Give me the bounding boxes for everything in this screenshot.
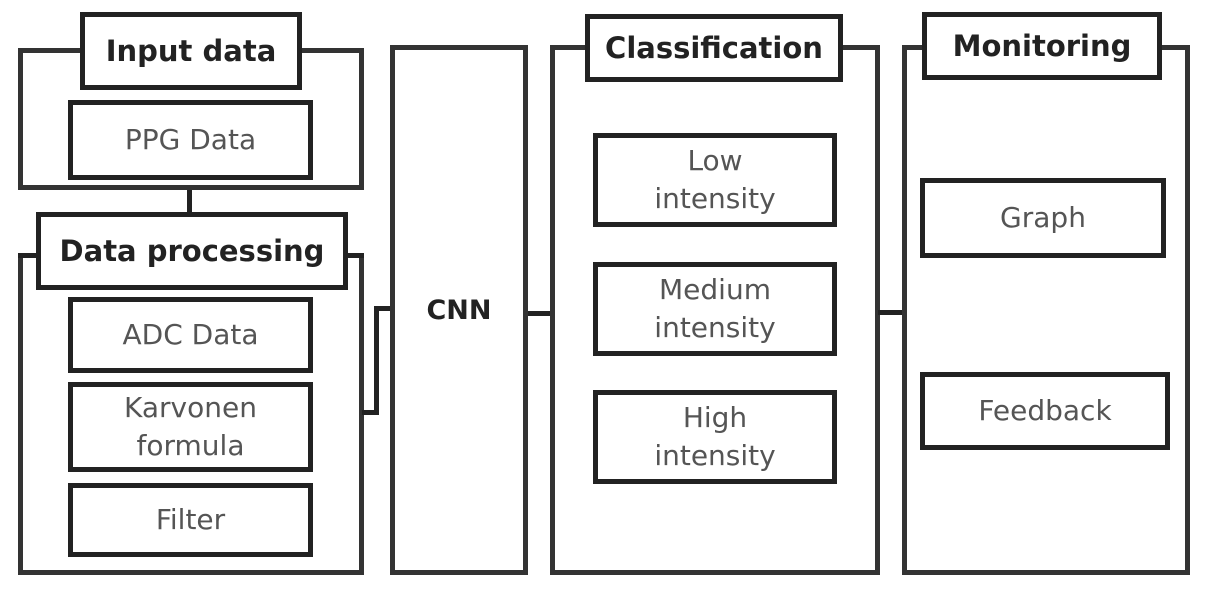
cnn-box: CNN: [390, 45, 528, 575]
input-data-title: Input data: [80, 12, 302, 90]
connector-classification-monitoring: [878, 310, 904, 315]
data-processing-title: Data processing: [36, 212, 348, 290]
monitoring-group: [902, 45, 1190, 575]
monitoring-title: Monitoring: [922, 12, 1162, 80]
data-processing-group: [18, 253, 364, 575]
ppg-data-box: PPG Data: [68, 100, 313, 180]
adc-data-box: ADC Data: [68, 297, 313, 373]
classification-title: Classification: [585, 14, 843, 82]
processing-frame-top-left: [18, 253, 38, 258]
connector-cnn-classification: [528, 311, 552, 316]
karvonen-formula-box: Karvonen formula: [68, 382, 313, 472]
filter-box: Filter: [68, 483, 313, 557]
connector-processing-cnn-h1: [362, 410, 378, 415]
feedback-box: Feedback: [920, 372, 1170, 450]
connector-processing-cnn-h2: [374, 306, 392, 311]
low-intensity-box: Low intensity: [593, 133, 837, 227]
medium-intensity-box: Medium intensity: [593, 262, 837, 356]
graph-box: Graph: [920, 178, 1166, 258]
connector-processing-cnn-v: [374, 306, 379, 415]
high-intensity-box: High intensity: [593, 390, 837, 484]
connector-input-processing: [187, 190, 192, 212]
processing-frame-top-right: [344, 253, 364, 258]
